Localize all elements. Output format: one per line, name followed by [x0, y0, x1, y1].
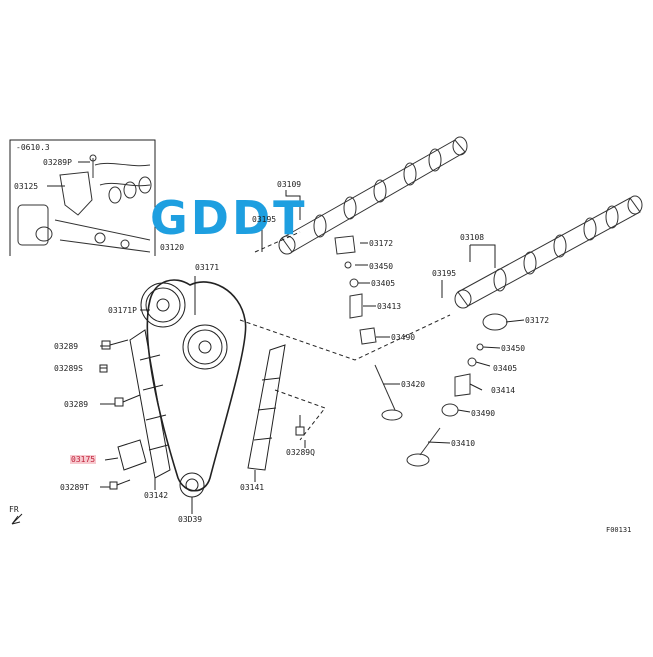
part-label-highlighted[interactable]: 03175 [70, 455, 97, 464]
part-label[interactable]: 03109 [277, 180, 302, 189]
part-label[interactable]: 03289 [54, 342, 79, 351]
part-label[interactable]: 03125 [14, 182, 39, 191]
front-direction-label: FR [9, 505, 19, 514]
part-label[interactable]: 03490 [391, 333, 416, 342]
part-label[interactable]: 03195 [432, 269, 457, 278]
part-label[interactable]: 03289Q [286, 448, 315, 457]
chain-guide-03142 [129, 329, 171, 479]
part-label[interactable]: 03108 [460, 233, 485, 242]
part-label[interactable]: 03450 [501, 344, 526, 353]
part-label[interactable]: 03195 [252, 215, 277, 224]
part-label[interactable]: 03490 [471, 409, 496, 418]
valve-train-upper [334, 235, 403, 421]
exhaust-camshaft [454, 195, 643, 309]
inset-frame [9, 139, 156, 256]
part-label[interactable]: 03172 [369, 239, 394, 248]
tensioner-03175 [117, 439, 147, 471]
part-label[interactable]: 03414 [491, 386, 516, 395]
inset-engine-sketch [17, 154, 152, 253]
part-label[interactable]: 03142 [144, 491, 169, 500]
timing-chain [146, 279, 247, 492]
leader-lines [100, 218, 525, 514]
intake-camshaft [278, 136, 468, 255]
part-label[interactable]: 03289P [43, 158, 72, 167]
part-label[interactable]: 03171P [108, 306, 137, 315]
part-label[interactable]: 03120 [160, 243, 185, 252]
part-label[interactable]: 03D39 [178, 515, 203, 524]
part-label[interactable]: 03289 [64, 400, 89, 409]
crank-sprocket-03039 [179, 472, 205, 498]
part-label[interactable]: 03405 [371, 279, 396, 288]
part-label[interactable]: 03410 [451, 439, 476, 448]
part-label[interactable]: 03413 [377, 302, 402, 311]
sprocket-03171 [182, 324, 228, 370]
part-label[interactable]: 03171 [195, 263, 220, 272]
sprocket-03120 [140, 282, 186, 328]
watermark-text: GDDT [150, 191, 308, 245]
part-label[interactable]: 03420 [401, 380, 426, 389]
chain-guide-03141 [247, 344, 286, 471]
fr-arrow-icon [11, 513, 23, 525]
part-label[interactable]: 03289S [54, 364, 83, 373]
part-label[interactable]: 03450 [369, 262, 394, 271]
bolts [99, 339, 305, 490]
part-label[interactable]: 03405 [493, 364, 518, 373]
part-label[interactable]: 03172 [525, 316, 550, 325]
part-label[interactable]: 03289T [60, 483, 89, 492]
figure-id: F00131 [606, 526, 632, 534]
inset-note: -0610.3 [16, 143, 50, 152]
part-label[interactable]: 03141 [240, 483, 265, 492]
